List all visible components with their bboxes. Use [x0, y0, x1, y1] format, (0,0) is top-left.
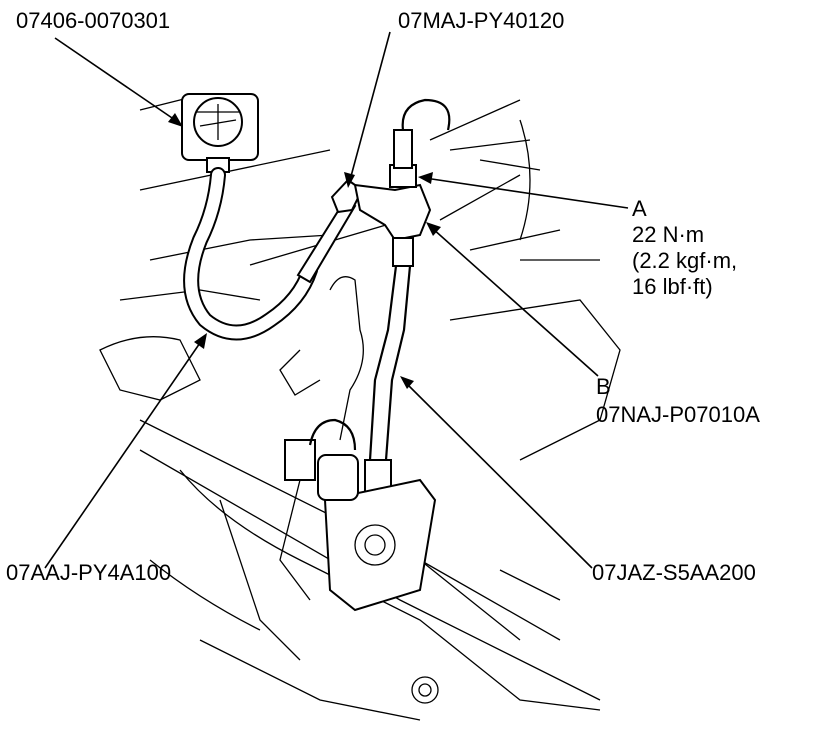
torque-lbf-label: 16 lbf·ft)	[632, 274, 713, 299]
engine-outline	[99, 94, 621, 721]
point-a-label: A	[632, 196, 647, 221]
gauge-hose	[183, 167, 318, 341]
adapter-fitting	[296, 98, 451, 284]
torque-kgf-label: (2.2 kgf·m,	[632, 248, 738, 273]
gauge-part-label: 07406-0070301	[16, 8, 171, 33]
torque-nm-label: 22 N·m	[632, 222, 705, 247]
hose-part-label: 07AAJ-PY4A100	[6, 560, 172, 585]
valve-body	[284, 418, 437, 612]
adapter-part-label: 07MAJ-PY40120	[398, 8, 565, 33]
point-b-label: B	[596, 374, 611, 399]
joint-hose	[364, 237, 414, 501]
b-part-label: 07NAJ-P07010A	[596, 402, 760, 427]
joint-part-label: 07JAZ-S5AA200	[592, 560, 756, 585]
pressure-gauge	[181, 93, 259, 173]
leader-lines	[44, 31, 629, 569]
